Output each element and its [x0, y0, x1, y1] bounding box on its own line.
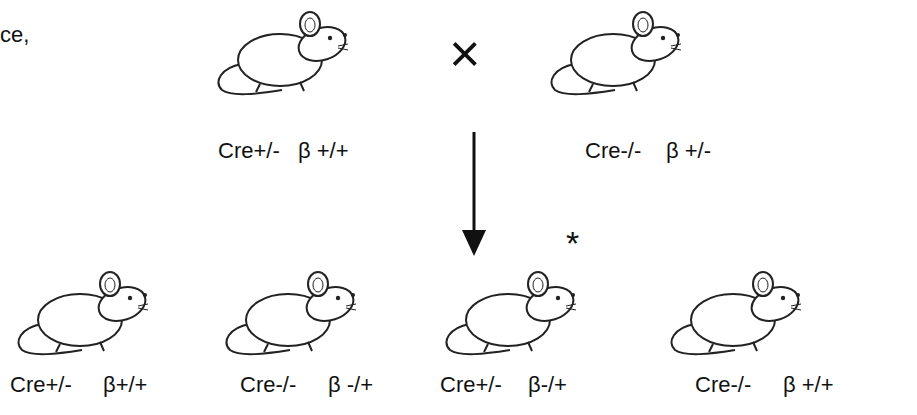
cross-symbol: ×: [449, 26, 481, 80]
mouse-icon: [219, 12, 350, 94]
mouse-icon: [672, 272, 803, 354]
genotype-label: β-/+: [528, 374, 567, 396]
asterisk-mark: *: [566, 226, 579, 260]
genotype-label: Cre+/-: [10, 374, 72, 396]
genotype-label: Cre+/-: [218, 140, 280, 162]
genotype-label: β +/+: [783, 374, 834, 396]
genotype-label: β +/+: [298, 140, 349, 162]
mouse-icon: [227, 272, 358, 354]
arrow-head: [462, 230, 486, 256]
mouse-icon: [19, 272, 150, 354]
cross-arrow: [473, 132, 476, 232]
mouse-icon: [552, 12, 683, 94]
genotype-label: Cre-/-: [695, 374, 751, 396]
mouse-icon: [447, 272, 578, 354]
genotype-label: β+/+: [103, 374, 147, 396]
genotype-label: Cre-/-: [240, 374, 296, 396]
genotype-label: β +/-: [666, 140, 711, 162]
genotype-label: Cre+/-: [440, 374, 502, 396]
cropped-text: ce,: [0, 24, 29, 46]
genotype-label: Cre-/-: [585, 140, 641, 162]
genotype-label: β -/+: [328, 374, 373, 396]
